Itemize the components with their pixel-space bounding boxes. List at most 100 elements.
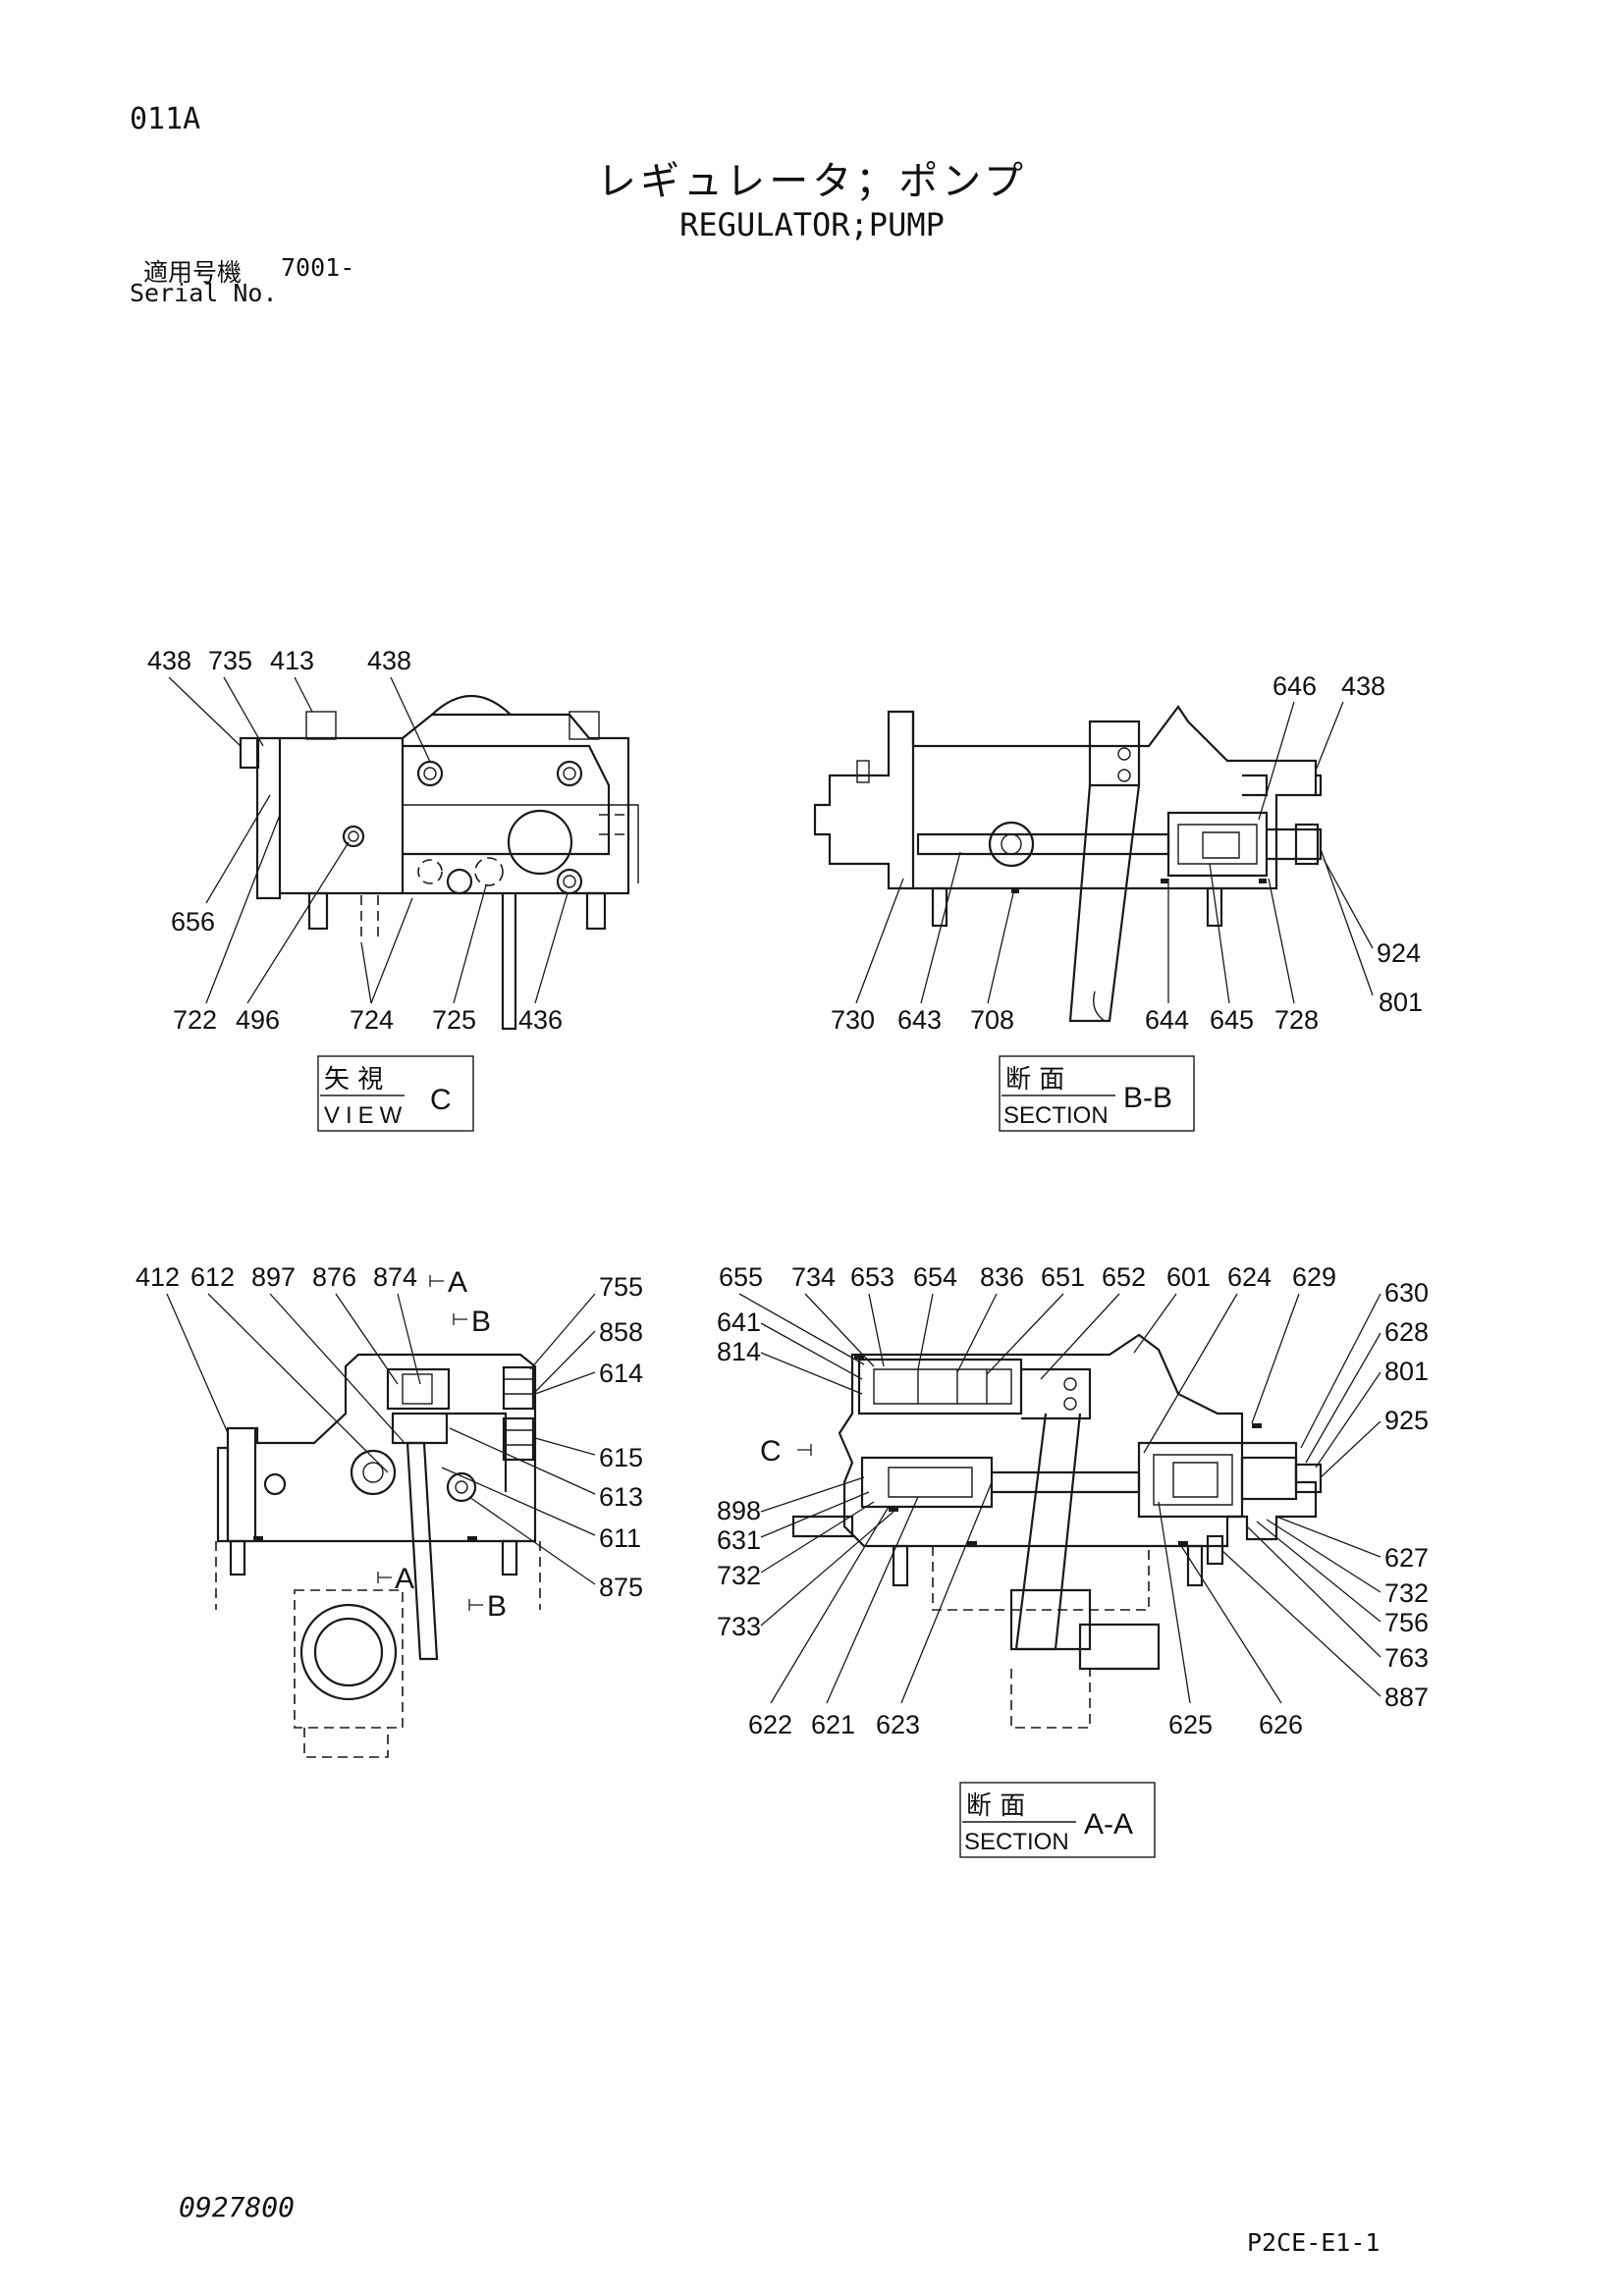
part-label: 438: [367, 646, 411, 675]
part-label: 730: [831, 1005, 875, 1035]
part-label: 653: [850, 1262, 894, 1292]
section-bb-leaders: [855, 701, 1374, 1004]
part-label: 801: [1379, 988, 1423, 1017]
section-bb-drawing: [813, 705, 1323, 1023]
part-label: 801: [1384, 1357, 1429, 1386]
part-label: 601: [1166, 1262, 1211, 1292]
serial-label-english: Serial No.: [130, 279, 278, 307]
view-c-leaders: [168, 676, 568, 1004]
part-label: 725: [432, 1005, 476, 1035]
section-marker: B: [471, 1306, 491, 1338]
part-label: 898: [717, 1496, 761, 1525]
part-label: 623: [876, 1710, 920, 1739]
part-label: 887: [1384, 1682, 1429, 1712]
part-label: 925: [1384, 1406, 1429, 1435]
title-english: REGULATOR;PUMP: [679, 206, 945, 243]
section-bb-labels: 646 438 924 801 730 643 708 644 645 728: [831, 671, 1423, 1035]
part-label: 622: [748, 1710, 792, 1739]
caption-letter: C: [430, 1084, 452, 1116]
part-label: 734: [791, 1262, 836, 1292]
caption-letter: B-B: [1123, 1082, 1172, 1114]
part-label: 756: [1384, 1608, 1429, 1637]
caption-en: VIEW: [324, 1102, 407, 1129]
part-label: 708: [970, 1005, 1014, 1035]
section-aa-drawing: [791, 1333, 1323, 1729]
part-label: 763: [1384, 1643, 1429, 1673]
caption-letter: A-A: [1084, 1808, 1133, 1841]
section-marker: A: [395, 1563, 414, 1595]
section-bb-caption-box: 断 面 SECTION B-B: [999, 1055, 1195, 1132]
part-label: 612: [190, 1262, 235, 1292]
part-label: 412: [135, 1262, 180, 1292]
side-view-leaders: [166, 1275, 596, 1611]
part-label: 628: [1384, 1317, 1429, 1347]
view-c-caption-box: 矢 視 VIEW C: [317, 1055, 474, 1132]
part-label: 436: [518, 1005, 563, 1035]
part-label: 438: [147, 646, 191, 675]
part-label: 728: [1274, 1005, 1319, 1035]
part-label: 875: [599, 1573, 643, 1602]
part-label: 897: [251, 1262, 296, 1292]
caption-en: SECTION: [964, 1829, 1069, 1855]
part-label: 733: [717, 1612, 761, 1641]
part-label: 724: [350, 1005, 394, 1035]
part-label: 836: [980, 1262, 1024, 1292]
document-number: 0927800: [179, 2191, 296, 2223]
part-label: 644: [1145, 1005, 1189, 1035]
serial-number: 7001-: [281, 253, 355, 282]
section-aa-leaders: [738, 1293, 1381, 1704]
caption-jp: 断 面: [1005, 1065, 1064, 1095]
caption-jp: 断 面: [966, 1791, 1025, 1821]
page-code: 011A: [130, 102, 201, 136]
part-label: 645: [1210, 1005, 1254, 1035]
part-label: 755: [599, 1272, 643, 1302]
view-c-labels: 438 735 413 438 656 722 496 724 725 436: [147, 646, 563, 1035]
section-marker: A: [448, 1266, 467, 1299]
part-label: 858: [599, 1317, 643, 1347]
part-label: 732: [1384, 1578, 1429, 1608]
side-view-drawing: [215, 1353, 541, 1758]
section-aa-caption-box: 断 面 SECTION A-A: [959, 1782, 1156, 1858]
part-label: 651: [1041, 1262, 1085, 1292]
serial-label-japanese: 適用号機: [143, 258, 243, 287]
part-label: 614: [599, 1359, 643, 1388]
caption-jp: 矢 視: [324, 1065, 383, 1095]
part-label: 656: [171, 907, 215, 936]
part-label: 874: [373, 1262, 417, 1292]
part-label: 496: [236, 1005, 280, 1035]
section-marker: C: [760, 1435, 782, 1468]
part-label: 625: [1168, 1710, 1213, 1739]
part-label: 627: [1384, 1543, 1429, 1573]
section-aa-labels: 655 734 653 654 836 651 652 601 624 629 …: [717, 1262, 1429, 1739]
part-label: 613: [599, 1482, 643, 1512]
part-label: 641: [717, 1308, 761, 1337]
part-label: 413: [270, 646, 314, 675]
page-reference: P2CE-E1-1: [1247, 2228, 1380, 2257]
title-japanese: レギュレータ；ポンプ: [597, 159, 1027, 204]
part-label: 652: [1102, 1262, 1146, 1292]
part-label: 438: [1341, 671, 1385, 701]
part-label: 655: [719, 1262, 763, 1292]
caption-en: SECTION: [1003, 1102, 1109, 1129]
part-label: 924: [1377, 938, 1421, 968]
view-c-drawing: [239, 695, 639, 1031]
part-label: 626: [1259, 1710, 1303, 1739]
part-label: 876: [312, 1262, 356, 1292]
part-label: 621: [811, 1710, 855, 1739]
part-label: 624: [1227, 1262, 1272, 1292]
part-label: 629: [1292, 1262, 1336, 1292]
part-label: 722: [173, 1005, 217, 1035]
side-view-labels: 412 612 897 876 874 755 858 614 615 613 …: [135, 1262, 643, 1623]
part-label: 654: [913, 1262, 957, 1292]
part-label: 631: [717, 1525, 761, 1555]
part-label: 611: [599, 1523, 641, 1553]
part-label: 646: [1272, 671, 1317, 701]
part-label: 735: [208, 646, 252, 675]
part-label: 615: [599, 1443, 643, 1472]
part-label: 814: [717, 1337, 761, 1366]
part-label: 732: [717, 1561, 761, 1590]
part-label: 630: [1384, 1278, 1429, 1308]
part-label: 643: [897, 1005, 942, 1035]
section-marker: B: [487, 1590, 507, 1623]
